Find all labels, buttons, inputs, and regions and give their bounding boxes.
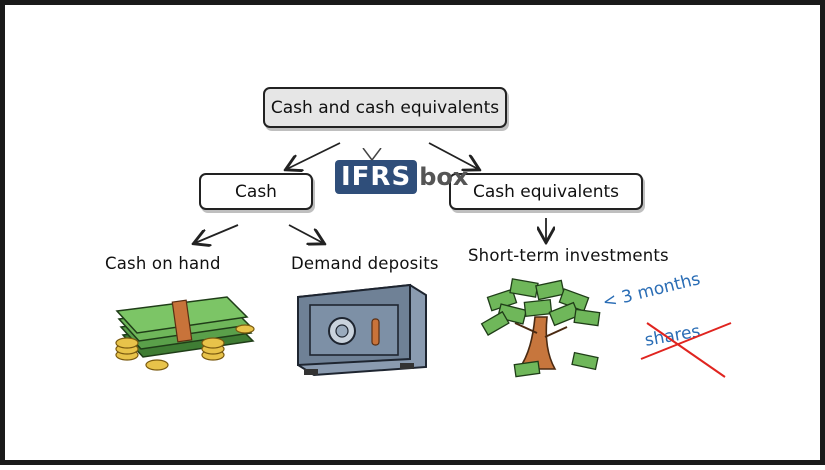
cash-node-label: Cash (235, 181, 277, 202)
root-node-label: Cash and cash equivalents (270, 97, 500, 118)
equivalents-node-label: Cash equivalents (472, 181, 620, 202)
arrow-root-to-equivalents (428, 142, 478, 169)
cash-node: Cash (199, 173, 313, 210)
logo-word: box (419, 163, 469, 191)
arrow-cash-to-hand (195, 224, 239, 243)
arrow-root-to-cash (287, 142, 341, 169)
root-node: Cash and cash equivalents (263, 87, 507, 128)
cash-on-hand-label: Cash on hand (105, 254, 221, 273)
ifrsbox-logo: IFRS box (335, 148, 469, 194)
demand-deposits-label: Demand deposits (291, 254, 439, 273)
connector-arrows (5, 142, 825, 470)
short-term-label: Short-term investments (468, 246, 669, 265)
antenna-icon (362, 148, 382, 161)
logo-mark: IFRS (335, 160, 418, 194)
equivalents-node: Cash equivalents (449, 173, 643, 210)
arrow-cash-to-deposits (288, 224, 323, 243)
